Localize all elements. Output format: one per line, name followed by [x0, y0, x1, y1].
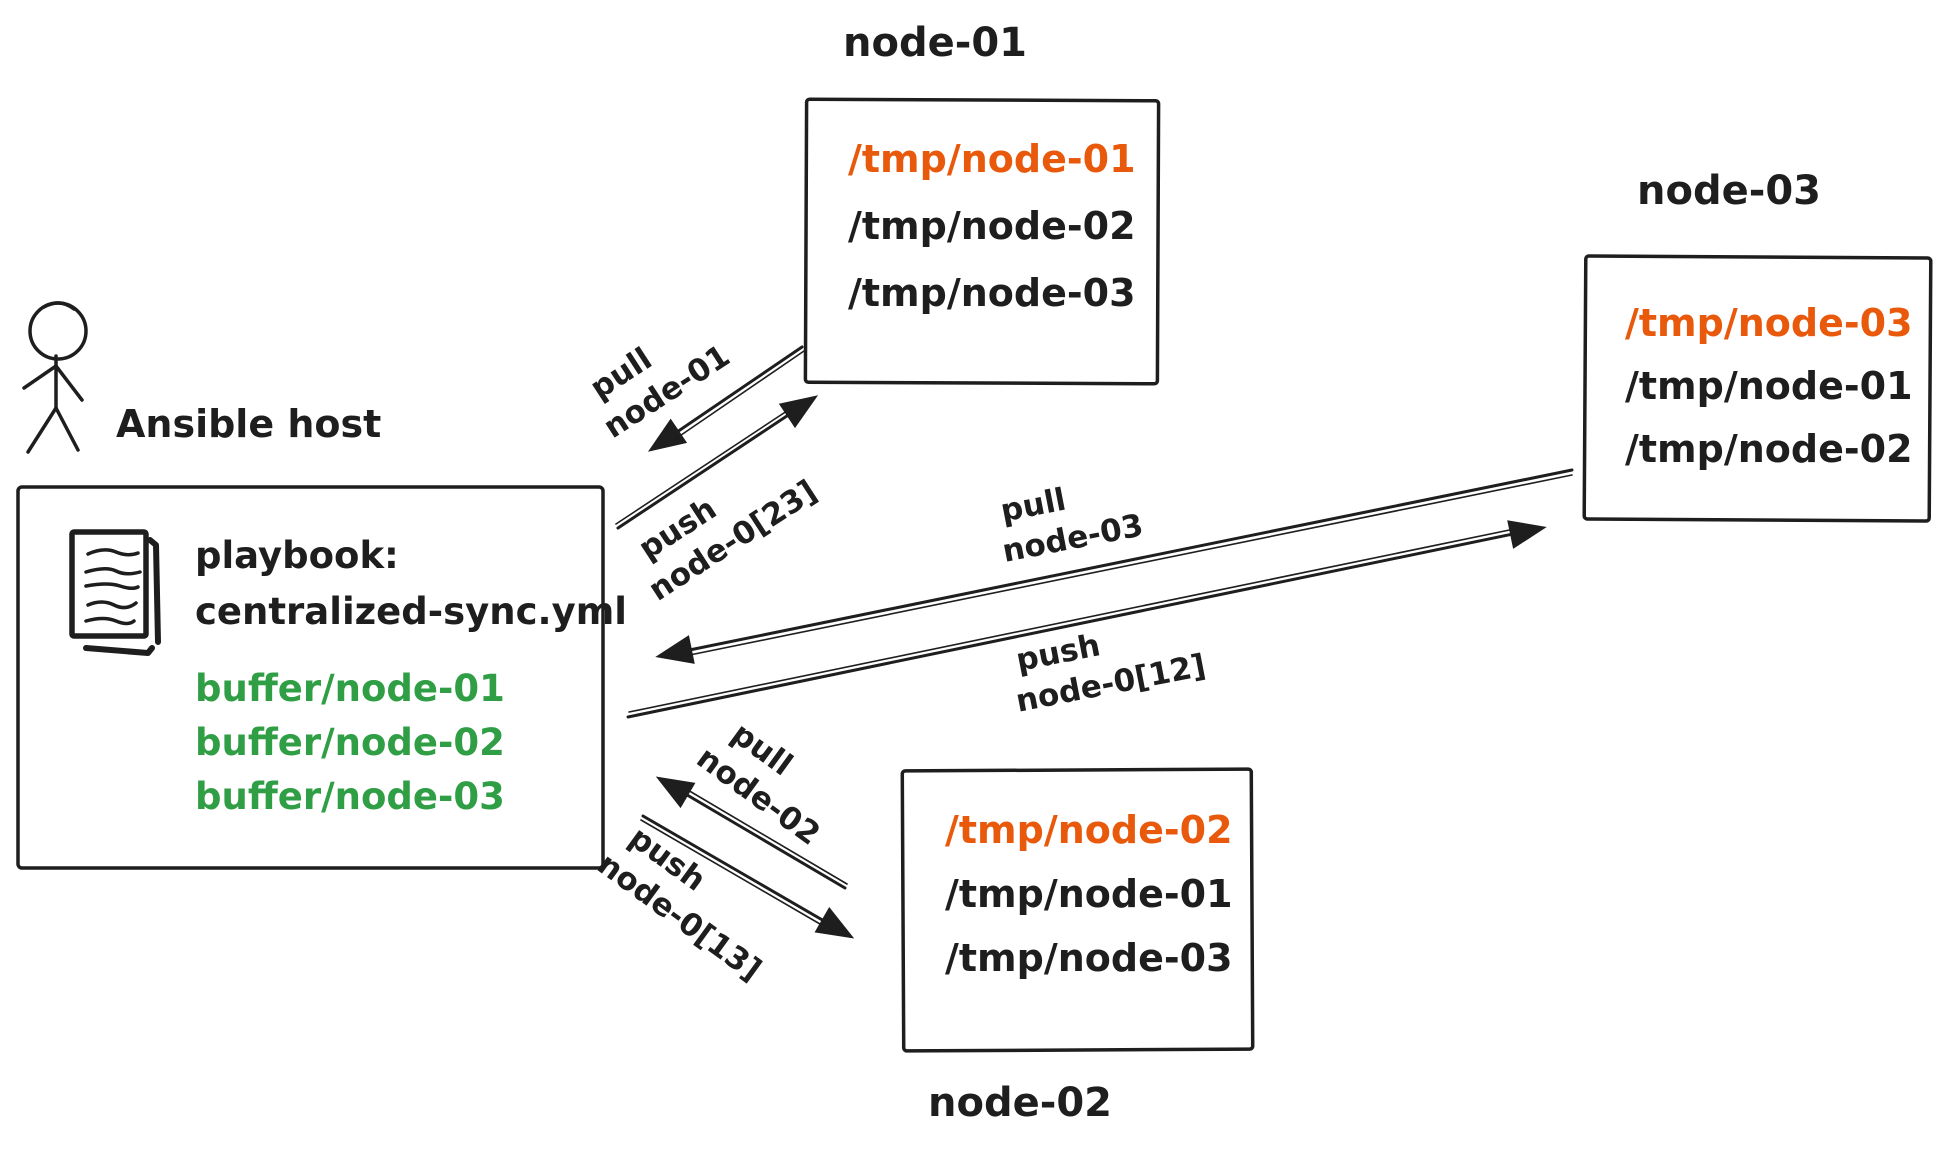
- file-path-highlighted: /tmp/node-02: [945, 808, 1233, 852]
- file-path: /tmp/node-03: [848, 271, 1136, 315]
- pull-node-03-arrow: [655, 468, 1574, 664]
- ansible-host-label: Ansible host: [116, 402, 382, 446]
- file-path-highlighted: /tmp/node-03: [1625, 301, 1913, 345]
- push-node-0-23-arrow: [615, 395, 819, 530]
- pull-node-02-arrow: [655, 776, 848, 890]
- buffer-path: buffer/node-01: [195, 667, 505, 710]
- buffer-path: buffer/node-02: [195, 721, 505, 764]
- file-path: /tmp/node-01: [1625, 364, 1913, 408]
- file-path: /tmp/node-02: [848, 204, 1136, 248]
- playbook-label: playbook:: [195, 534, 399, 577]
- push-node-0-12-arrow: [626, 520, 1547, 719]
- push-node-0-13-arrow: [640, 814, 855, 939]
- node-02-box: [900, 767, 1255, 1053]
- playbook-document-icon: [69, 529, 161, 656]
- buffer-list: buffer/node-01 buffer/node-02 buffer/nod…: [195, 662, 505, 824]
- person-icon: [22, 301, 88, 454]
- node-03-title: node-03: [1637, 168, 1821, 214]
- ansible-host-box: [16, 485, 605, 870]
- file-path: /tmp/node-03: [945, 936, 1233, 980]
- node-02-title: node-02: [928, 1080, 1112, 1126]
- node-02-files: /tmp/node-02 /tmp/node-01 /tmp/node-03: [945, 798, 1233, 990]
- file-path-highlighted: /tmp/node-01: [848, 137, 1136, 181]
- node-01-title: node-01: [843, 20, 1027, 66]
- playbook-filename: centralized-sync.yml: [195, 590, 627, 633]
- node-01-box: [803, 97, 1161, 386]
- pull-node-01-arrow: [647, 345, 805, 452]
- file-path: /tmp/node-01: [945, 872, 1233, 916]
- node-01-files: /tmp/node-01 /tmp/node-02 /tmp/node-03: [848, 126, 1136, 327]
- node-03-box: [1582, 254, 1933, 523]
- file-path: /tmp/node-02: [1625, 427, 1913, 471]
- buffer-path: buffer/node-03: [195, 775, 505, 818]
- node-03-files: /tmp/node-03 /tmp/node-01 /tmp/node-02: [1625, 292, 1913, 481]
